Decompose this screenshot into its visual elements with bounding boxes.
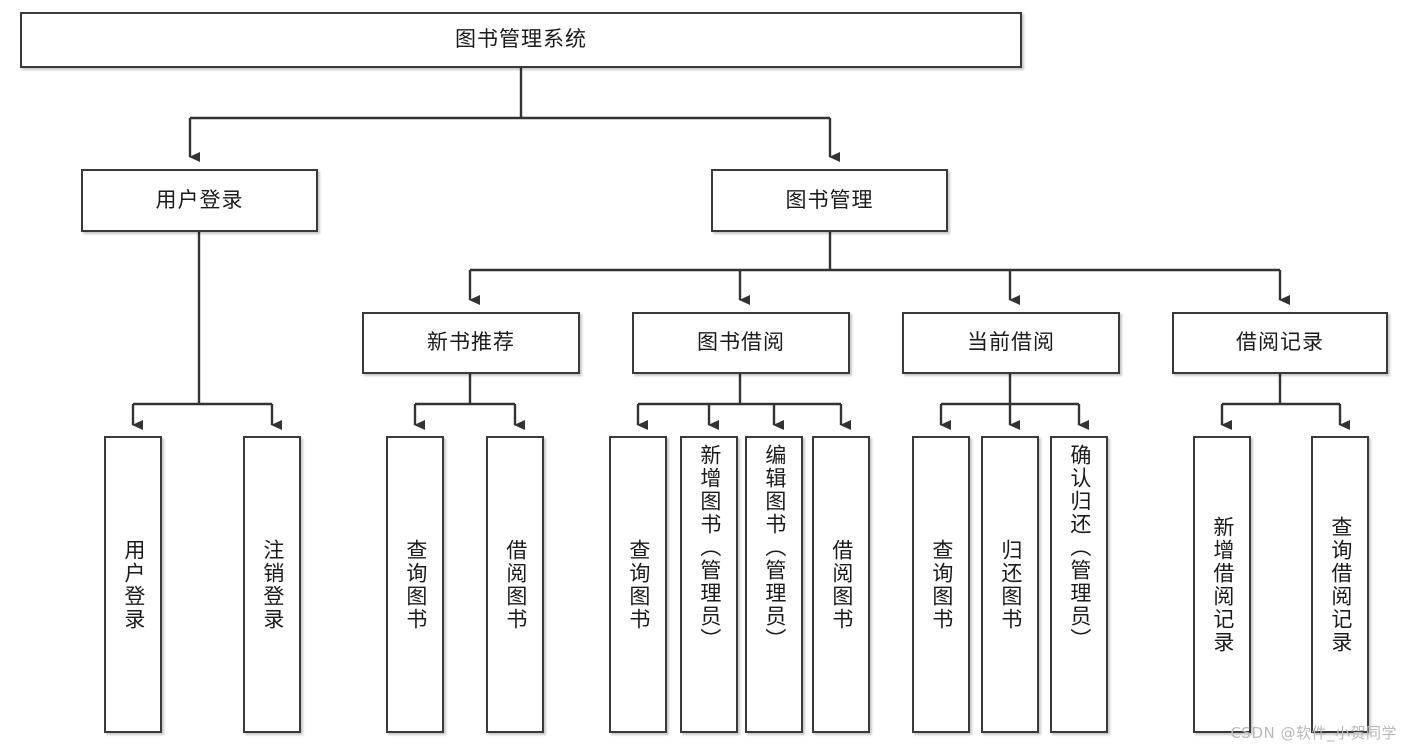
- node-root[interactable]: 图书管理系统: [20, 12, 1022, 68]
- node-borrow-record[interactable]: 借阅记录: [1172, 312, 1388, 374]
- node-leaf-user-login-label: 用户登录: [121, 538, 146, 631]
- node-borrow-record-label: 借阅记录: [1236, 330, 1324, 355]
- node-leaf-logout-label: 注销登录: [260, 538, 285, 631]
- node-leaf-query-book-1[interactable]: 查询图书: [386, 436, 444, 733]
- node-book-manage-label: 图书管理: [785, 187, 874, 212]
- node-leaf-borrow-book-2[interactable]: 借阅图书: [812, 436, 870, 733]
- node-leaf-query-book-2-label: 查询图书: [626, 538, 651, 631]
- node-leaf-return-book[interactable]: 归还图书: [981, 436, 1039, 733]
- node-book-borrow[interactable]: 图书借阅: [632, 312, 850, 374]
- node-leaf-add-record[interactable]: 新增借阅记录: [1193, 436, 1251, 733]
- node-leaf-query-record-label: 查询借阅记录: [1328, 515, 1353, 654]
- node-user-login-label: 用户登录: [155, 187, 244, 212]
- node-leaf-query-book-3[interactable]: 查询图书: [912, 436, 970, 733]
- node-user-login[interactable]: 用户登录: [81, 169, 318, 232]
- node-new-book-rec[interactable]: 新书推荐: [362, 312, 580, 374]
- node-leaf-return-book-label: 归还图书: [998, 538, 1023, 631]
- node-leaf-edit-book-label: 编辑图书（管理员）: [762, 444, 787, 651]
- node-leaf-borrow-book-2-label: 借阅图书: [829, 538, 854, 631]
- node-leaf-query-record[interactable]: 查询借阅记录: [1311, 436, 1369, 733]
- node-new-book-rec-label: 新书推荐: [427, 330, 515, 355]
- node-leaf-borrow-book-1-label: 借阅图书: [503, 538, 528, 631]
- node-leaf-add-book[interactable]: 新增图书（管理员）: [680, 436, 738, 733]
- node-leaf-logout[interactable]: 注销登录: [243, 436, 301, 733]
- node-leaf-add-record-label: 新增借阅记录: [1210, 515, 1235, 654]
- node-leaf-user-login[interactable]: 用户登录: [104, 436, 162, 733]
- node-root-label: 图书管理系统: [455, 27, 587, 52]
- node-leaf-query-book-1-label: 查询图书: [403, 538, 428, 631]
- node-leaf-edit-book[interactable]: 编辑图书（管理员）: [745, 436, 803, 733]
- node-book-borrow-label: 图书借阅: [697, 330, 785, 355]
- node-book-manage[interactable]: 图书管理: [711, 169, 948, 232]
- node-leaf-add-book-label: 新增图书（管理员）: [697, 444, 722, 651]
- node-current-borrow-label: 当前借阅: [967, 330, 1055, 355]
- node-leaf-confirm-return-label: 确认归还（管理员）: [1067, 444, 1092, 651]
- watermark-text: CSDN @软件_小贺同学: [1230, 724, 1397, 742]
- node-leaf-query-book-3-label: 查询图书: [929, 538, 954, 631]
- node-leaf-confirm-return[interactable]: 确认归还（管理员）: [1050, 436, 1108, 733]
- node-current-borrow[interactable]: 当前借阅: [902, 312, 1120, 374]
- node-leaf-borrow-book-1[interactable]: 借阅图书: [486, 436, 544, 733]
- node-leaf-query-book-2[interactable]: 查询图书: [609, 436, 667, 733]
